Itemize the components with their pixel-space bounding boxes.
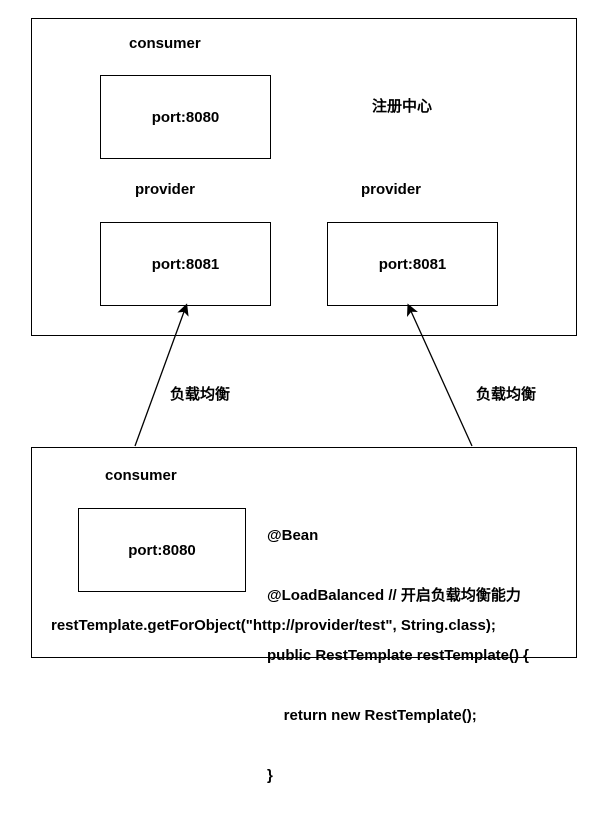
registry-consumer-box: port:8080 (100, 75, 271, 159)
registry-center-label: 注册中心 (372, 98, 433, 115)
left-arrow-label: 负载均衡 (170, 386, 231, 403)
client-consumer-box: port:8080 (78, 508, 246, 592)
registry-consumer-port: port:8080 (151, 108, 220, 126)
call-line: restTemplate.getForObject("http://provid… (51, 617, 496, 634)
right-arrow-label: 负载均衡 (476, 386, 537, 403)
provider-left-port: port:8081 (151, 255, 220, 273)
provider-left-box: port:8081 (100, 222, 271, 306)
code-block: @Bean @LoadBalanced // 开启负载均衡能力 public R… (267, 486, 529, 826)
code-line: public RestTemplate restTemplate() { (267, 647, 530, 664)
code-line: return new RestTemplate(); (267, 707, 477, 724)
code-line: @Bean (267, 527, 319, 544)
client-consumer-port: port:8080 (128, 541, 196, 559)
provider-right-port: port:8081 (378, 255, 447, 273)
diagram: consumer port:8080 注册中心 provider port:80… (31, 18, 577, 784)
code-line: @LoadBalanced // 开启负载均衡能力 (267, 587, 521, 604)
provider-right-label: provider (361, 181, 422, 198)
provider-right-box: port:8081 (327, 222, 498, 306)
client-consumer-label: consumer (105, 467, 177, 484)
registry-consumer-label: consumer (129, 35, 201, 52)
provider-left-label: provider (135, 181, 196, 198)
code-line: } (267, 767, 273, 784)
